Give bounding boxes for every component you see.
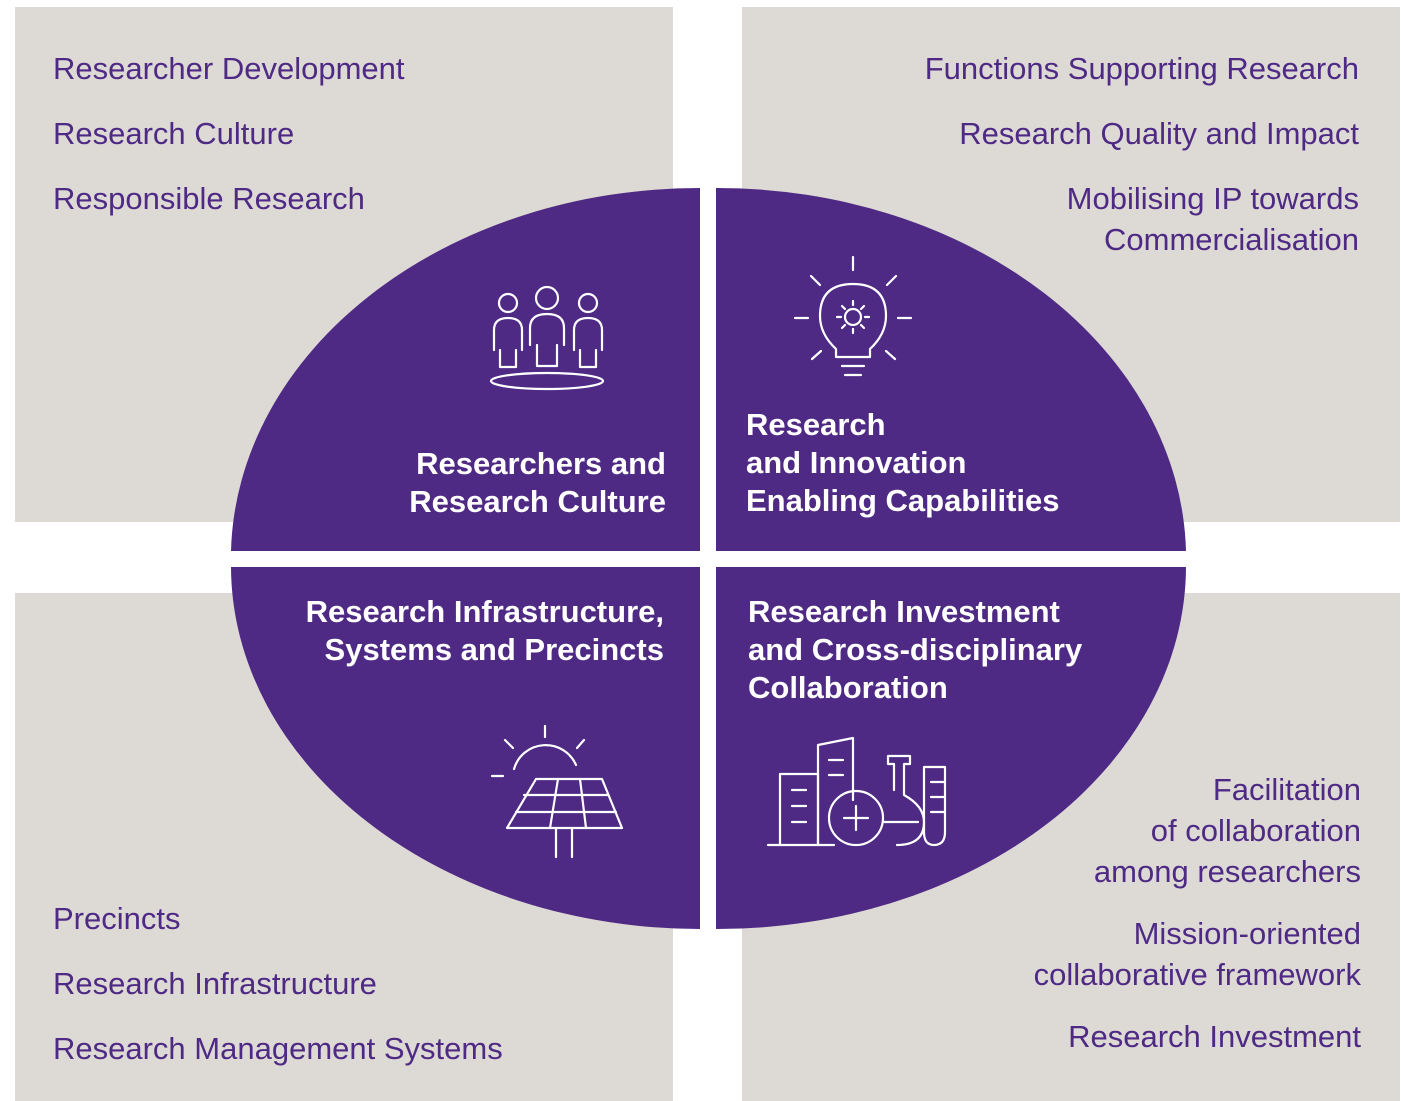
list-item: Research Culture	[53, 116, 295, 151]
quadrant-top-left	[231, 188, 700, 551]
list-item: Facilitation of collaboration among rese…	[1093, 772, 1361, 889]
list-bottom-left: Precincts Research Infrastructure Resear…	[53, 898, 503, 1069]
list-top-right: Functions Supporting Research Research Q…	[925, 48, 1359, 260]
list-item: Research Investment	[1068, 1019, 1361, 1054]
list-item: Research Quality and Impact	[959, 116, 1359, 151]
list-item: Precincts	[53, 901, 181, 936]
city-lab-icon	[766, 736, 947, 847]
solar-panel-icon	[490, 724, 624, 859]
quadrant-bottom-right	[716, 567, 1186, 930]
quadrant-title-top-left: Researchers and Research Culture	[409, 446, 666, 519]
list-item: Research Infrastructure	[53, 966, 377, 1001]
quadrant-bottom-left	[231, 567, 700, 929]
quadrant-title-top-right: Research and Innovation Enabling Capabil…	[746, 407, 1060, 518]
quadrant-top-right	[716, 187, 1186, 552]
list-item: Responsible Research	[53, 181, 365, 216]
list-item: Functions Supporting Research	[924, 51, 1359, 86]
list-item: Mobilising IP towards Commercialisation	[1066, 181, 1359, 257]
list-item: Mission-oriented collaborative framework	[1033, 916, 1361, 992]
list-item: Researcher Development	[53, 51, 405, 86]
list-item: Research Management Systems	[53, 1031, 503, 1066]
lightbulb-gear-icon	[793, 255, 913, 377]
list-top-left: Researcher Development Research Culture …	[53, 48, 405, 219]
list-bottom-right: Facilitation of collaboration among rese…	[1034, 769, 1361, 1078]
quadrant-title-bottom-left: Research Infrastructure, Systems and Pre…	[305, 594, 664, 667]
quadrant-title-bottom-right: Research Investment and Cross-disciplina…	[748, 594, 1083, 705]
people-group-icon	[489, 285, 605, 391]
